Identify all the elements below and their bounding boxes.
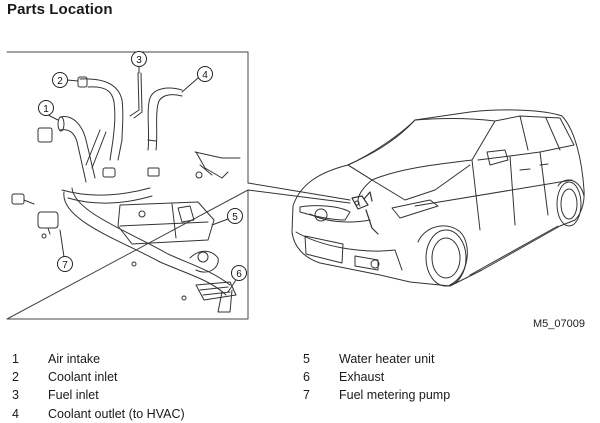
svg-text:5: 5 [232, 212, 238, 223]
detail-frame [6, 51, 249, 320]
exhaust [189, 250, 237, 301]
callout-3: 3 [131, 51, 147, 74]
legend-number: 7 [303, 388, 310, 403]
svg-text:7: 7 [62, 260, 68, 271]
legend-number: 3 [12, 388, 19, 403]
figure-code: M5_07009 [533, 318, 585, 330]
legend-number: 1 [12, 352, 19, 366]
legend-label: Coolant inlet [48, 370, 118, 385]
legend-right-column: 5 Water heater unit 6 Exhaust 7 Fuel met… [303, 350, 450, 405]
legend-label: Fuel inlet [48, 388, 99, 403]
hose-coolant-inlet [77, 76, 124, 161]
callout-5: 5 [211, 208, 243, 226]
hose-coolant-outlet [147, 87, 183, 151]
legend-item: 5 Water heater unit [303, 350, 450, 368]
small-parts [37, 127, 241, 179]
legend-label: Air intake [48, 352, 101, 366]
hose-fuel-inlet [129, 72, 143, 119]
svg-text:3: 3 [136, 55, 142, 66]
legend-number: 2 [12, 370, 19, 385]
svg-text:2: 2 [57, 76, 63, 87]
legend-item: 1 Air intake [12, 350, 185, 368]
lower-hoses [61, 187, 233, 313]
legend-item: 4 Coolant outlet (to HVAC) [12, 405, 185, 423]
car-illustration [291, 109, 585, 287]
legend-number: 5 [303, 352, 310, 366]
svg-text:1: 1 [43, 104, 49, 115]
callout-1: 1 [38, 100, 59, 121]
fuel-metering-pump [11, 193, 187, 301]
legend-label: Exhaust [339, 370, 385, 385]
legend-item: 3 Fuel inlet [12, 386, 185, 404]
hose-air-intake [57, 115, 107, 183]
legend-number: 6 [303, 370, 310, 385]
page-title: Parts Location [7, 1, 113, 18]
callout-2: 2 [52, 72, 79, 88]
svg-text:4: 4 [202, 70, 208, 81]
callout-7: 7 [57, 229, 73, 272]
callout-4: 4 [181, 66, 213, 93]
legend-label: Water heater unit [339, 352, 435, 366]
svg-text:6: 6 [236, 269, 242, 280]
callout-6: 6 [227, 265, 247, 293]
detail-leader-lines [247, 182, 351, 204]
water-heater-unit [117, 201, 215, 245]
legend-item: 2 Coolant inlet [12, 368, 185, 386]
legend-item: 6 Exhaust [303, 368, 450, 386]
legend-label: Coolant outlet (to HVAC) [48, 406, 185, 421]
legend-number: 4 [12, 406, 19, 421]
legend-item: 7 Fuel metering pump [303, 386, 450, 404]
legend-left-column: 1 Air intake 2 Coolant inlet 3 Fuel inle… [12, 350, 185, 423]
legend-label: Fuel metering pump [339, 388, 451, 403]
